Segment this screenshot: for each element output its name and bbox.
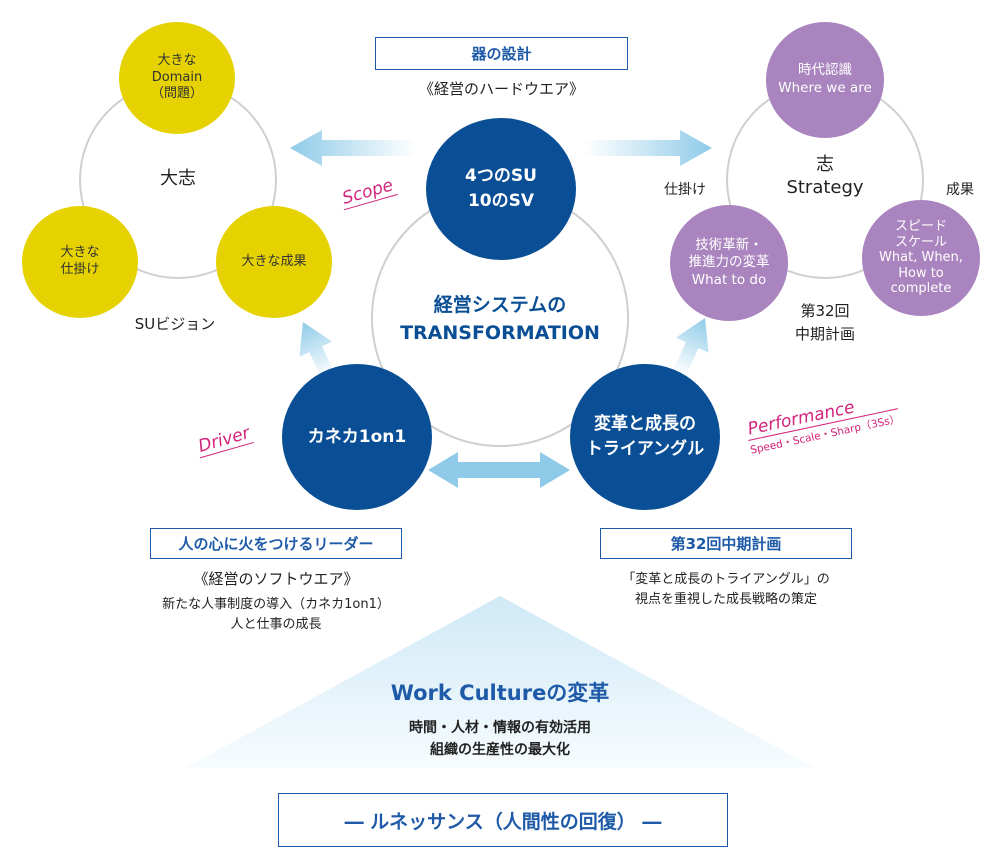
hardware-box: 器の設計 [375, 37, 628, 70]
leader-box: 人の心に火をつけるリーダー [150, 528, 402, 559]
yellow-domain-line: （問題） [150, 86, 203, 102]
right-caption-line: 第32回 [800, 302, 850, 320]
right-desc: 「変革と成長のトライアングル」の 視点を重視した成長戦略の策定 [585, 570, 867, 610]
left-desc-line: 新たな人事制度の導入（カネカ1on1） [162, 597, 390, 612]
blue-circle-1on1: カネカ1on1 [282, 364, 432, 510]
right-center-label: 志 Strategy [765, 153, 885, 200]
renaissance-box: ― ルネッサンス（人間性の回復） ― [278, 793, 728, 847]
leader-box-label: 人の心に火をつけるリーダー [178, 535, 374, 553]
yellow-domain-line: Domain [151, 69, 203, 85]
right-caption-line: 中期計画 [794, 324, 855, 343]
yellow-circle-result: 大きな成果 [216, 206, 332, 318]
purple-circle-innovation: 技術革新・ 推進力の変革 What to do [670, 205, 788, 321]
purple-speed-line: How to [898, 265, 944, 281]
core-center-line: 経営システムの [433, 294, 567, 316]
hardware-sub-label: 《経営のハードウエア》 [418, 80, 584, 98]
left-desc-line: 人と仕事の成長 [230, 617, 322, 633]
blue-1on1-line: カネカ1on1 [307, 426, 407, 447]
culture-lines: 時間・人材・情報の有効活用 組織の生産性の最大化 [330, 718, 670, 761]
purple-innovation-line: 技術革新・ [695, 236, 763, 253]
blue-circle-su-sv: 4つのSU 10のSV [426, 118, 576, 260]
renaissance-box-label: ― ルネッサンス（人間性の回復） ― [344, 810, 662, 833]
purple-speed-line: What, When, [879, 250, 963, 266]
arrow-double [428, 452, 570, 488]
blue-circle-triangle: 変革と成長の トライアングル [570, 364, 720, 510]
core-center-line: TRANSFORMATION [400, 321, 600, 344]
purple-innovation-line: 推進力の変革 [688, 254, 770, 271]
culture-line: 組織の生産性の最大化 [430, 741, 570, 758]
yellow-mechanism-line: 大きな [60, 245, 100, 261]
core-center-label: 経営システムの TRANSFORMATION [380, 292, 620, 347]
right-right-label: 成果 [946, 182, 974, 198]
purple-speed-line: スケール [894, 234, 947, 250]
midterm-box-label: 第32回中期計画 [670, 535, 782, 553]
blue-triangle-line: 変革と成長の [594, 414, 696, 435]
yellow-mechanism-line: 仕掛け [60, 262, 100, 277]
left-desc: 新たな人事制度の導入（カネカ1on1） 人と仕事の成長 [130, 595, 422, 635]
purple-speed-line: スピード [894, 219, 947, 235]
purple-awareness-line: 時代認識 [798, 62, 852, 79]
purple-speed-line: complete [890, 281, 952, 297]
arrow-right [585, 130, 712, 166]
arrow-up-left [299, 322, 335, 380]
left-caption: SUビジョン [134, 315, 216, 333]
yellow-domain-line: 大きな [157, 52, 197, 68]
right-center-line: Strategy [786, 177, 864, 199]
culture-title: Work Cultureの変革 [390, 681, 610, 705]
purple-circle-awareness: 時代認識 Where we are [766, 22, 884, 138]
blue-su-line: 4つのSU [465, 166, 537, 187]
purple-awareness-line: Where we are [778, 80, 872, 96]
culture-triangle [185, 596, 815, 768]
hardware-box-label: 器の設計 [471, 45, 532, 63]
yellow-circle-domain: 大きな Domain （問題） [119, 22, 235, 134]
right-caption: 第32回 中期計画 [775, 300, 875, 345]
right-desc-line: 「変革と成長のトライアングル」の [622, 572, 830, 587]
right-left-label: 仕掛け [664, 182, 706, 198]
right-center-line: 志 [816, 154, 834, 175]
purple-circle-speed: スピード スケール What, When, How to complete [862, 200, 980, 316]
blue-su-line: 10のSV [467, 191, 535, 211]
left-center-label: 大志 [160, 168, 196, 189]
software-sub-label: 《経営のソフトウエア》 [193, 570, 359, 588]
blue-triangle-line: トライアングル [585, 439, 705, 459]
purple-innovation-line: What to do [691, 271, 767, 288]
yellow-circle-mechanism: 大きな 仕掛け [22, 206, 138, 318]
right-desc-line: 視点を重視した成長戦略の策定 [634, 592, 817, 608]
yellow-result-line: 大きな成果 [241, 253, 307, 269]
midterm-box: 第32回中期計画 [600, 528, 852, 559]
arrow-up-right [672, 318, 709, 378]
culture-line: 時間・人材・情報の有効活用 [409, 720, 591, 736]
arrow-left [290, 130, 415, 166]
